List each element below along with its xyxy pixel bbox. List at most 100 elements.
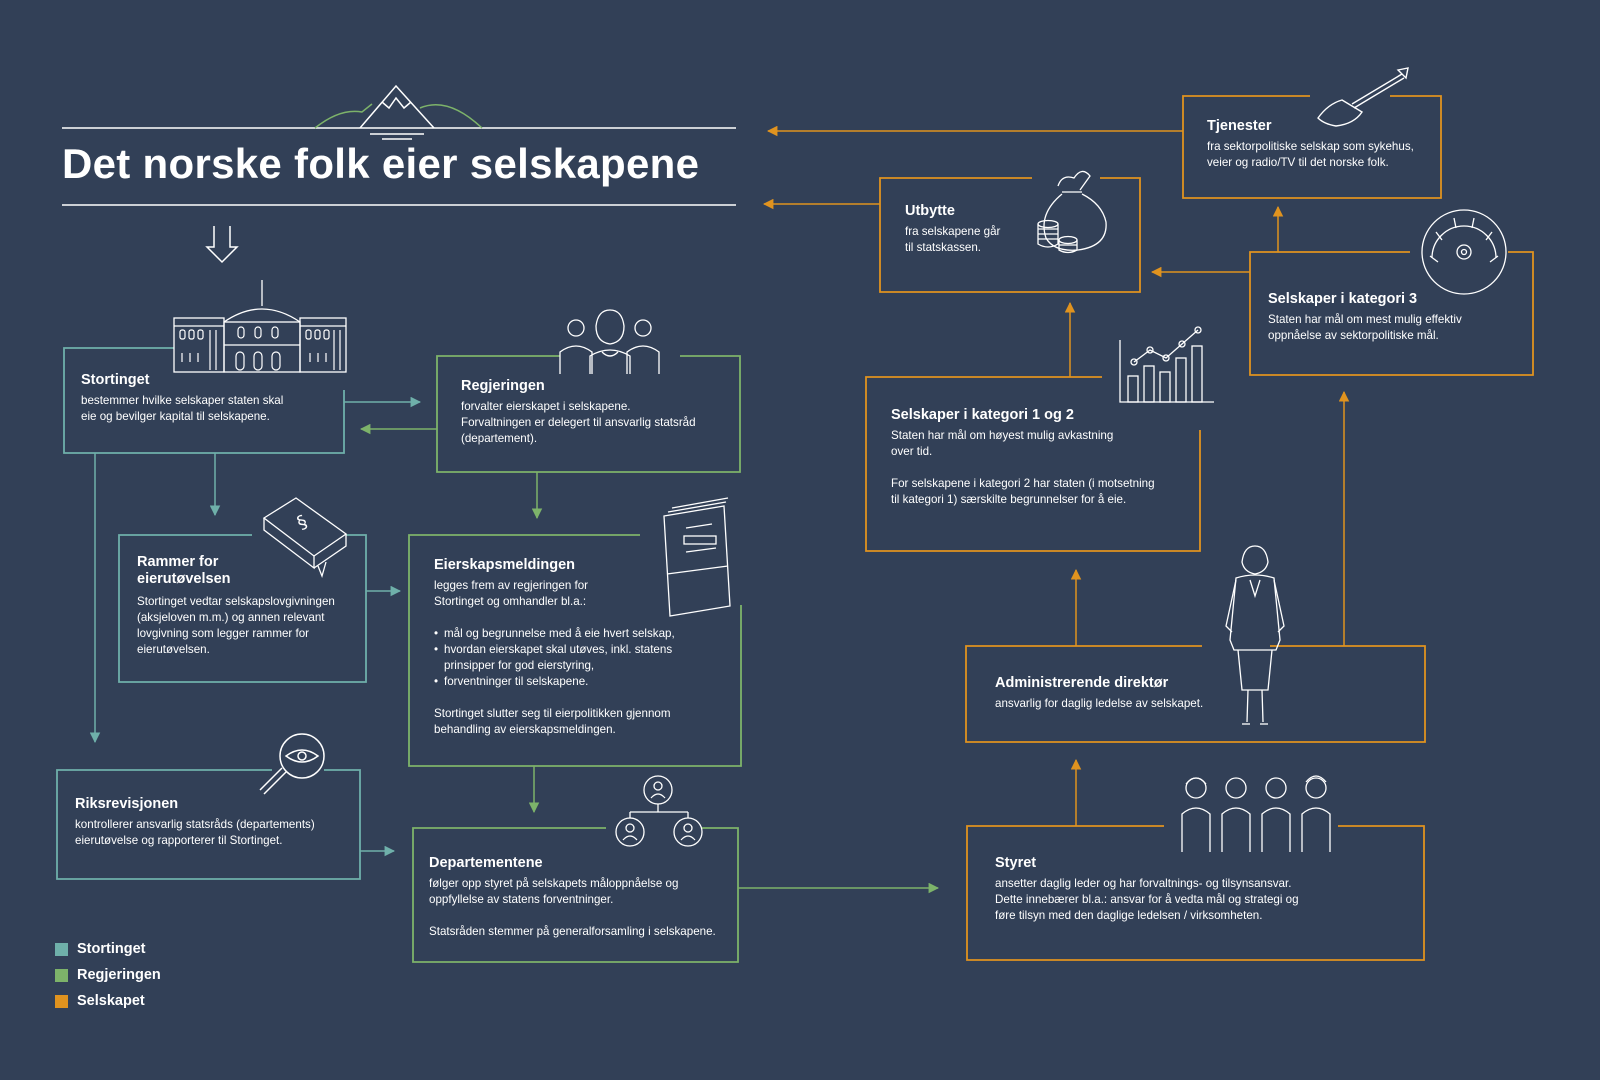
kategori12-text: over tid. — [891, 445, 933, 458]
kategori12-box: Selskaper i kategori 1 og 2 Staten har m… — [891, 407, 1196, 508]
riksrevisjonen-box-border — [56, 769, 361, 880]
legend-item-stortinget: Stortinget — [55, 936, 161, 962]
legend-item-regjeringen: Regjeringen — [55, 962, 161, 988]
kategori12-title: Selskaper i kategori 1 og 2 — [891, 407, 1074, 423]
legend-swatch — [55, 942, 68, 956]
kategori3-box-border — [1249, 251, 1534, 376]
eierskapsmeldingen-bullets: mål og begrunnelse med å eie hvert selsk… — [434, 626, 734, 690]
down-arrow-icon — [205, 226, 239, 264]
org-chart-icon — [615, 775, 703, 847]
styret-text: ansetter daglig leder og har forvaltning… — [995, 877, 1292, 890]
departementene-text: følger opp styret på selskapets måloppnå… — [429, 877, 679, 890]
eierskapsmeldingen-title: Eierskapsmeldingen — [434, 557, 576, 573]
rammer-text: (aksjeloven m.m.) og annen relevant — [137, 611, 325, 624]
departementene-note: Statsråden stemmer på generalforsamling … — [429, 925, 716, 938]
kategori3-title: Selskaper i kategori 3 — [1268, 291, 1418, 307]
eierskapsmeldingen-outro: Stortinget slutter seg til eierpolitikke… — [434, 707, 671, 720]
departementene-box: Departementene følger opp styret på sels… — [429, 855, 734, 940]
riksrevisjonen-box: Riksrevisjonen kontrollerer ansvarlig st… — [75, 796, 357, 849]
rammer-text: lovgivning som legger rammer for — [137, 627, 310, 640]
direktor-box-border — [965, 645, 1426, 743]
styret-box: Styret ansetter daglig leder og har forv… — [995, 855, 1415, 924]
bar-chart-icon — [1119, 326, 1214, 403]
bullet-item: hvordan eierskapet skal utøves, inkl. st… — [434, 642, 734, 674]
styret-title: Styret — [995, 855, 1037, 871]
gauge-icon — [1421, 209, 1507, 295]
stortinget-box: Stortinget bestemmer hvilke selskaper st… — [81, 372, 341, 425]
kategori12-box-border — [865, 376, 1201, 552]
title-rules — [62, 127, 736, 206]
legend: Stortinget Regjeringen Selskapet — [55, 936, 161, 1014]
direktor-text: ansvarlig for daglig ledelse av selskape… — [995, 697, 1204, 710]
rammer-box-border — [118, 534, 367, 683]
law-book-icon: § — [262, 497, 348, 579]
businesswoman-icon — [1225, 545, 1285, 725]
styret-text: Dette innebærer bl.a.: ansvar for å vedt… — [995, 893, 1299, 906]
legend-label: Stortinget — [77, 941, 146, 957]
tjenester-text: veier og radio/TV til det norske folk. — [1207, 156, 1389, 169]
kategori3-text: Staten har mål om mest mulig effektiv — [1268, 313, 1462, 326]
rammer-title-line: eierutøvelsen — [137, 571, 231, 587]
rammer-title: Rammer for eierutøvelsen — [137, 554, 362, 588]
stortinget-box-border — [63, 347, 345, 454]
regjeringen-title: Regjeringen — [461, 378, 545, 394]
departementene-title: Departementene — [429, 855, 543, 871]
eierskapsmeldingen-box-border — [408, 534, 742, 767]
eierskapsmeldingen-outro: behandling av eierskapsmeldingen. — [434, 723, 616, 736]
stortinget-text: bestemmer hvilke selskaper staten skal — [81, 394, 284, 407]
styret-text: føre tilsyn med den daglige ledelsen / v… — [995, 909, 1263, 922]
tjenester-box: Tjenester fra sektorpolitiske selskap so… — [1207, 118, 1439, 171]
rammer-text: Stortinget vedtar selskapslovgivningen — [137, 595, 335, 608]
riksrevisjonen-text: kontrollerer ansvarlig statsråds (depart… — [75, 818, 315, 831]
legend-swatch — [55, 994, 68, 1008]
regjeringen-text: Forvaltningen er delegert til ansvarlig … — [461, 416, 696, 429]
kategori3-box: Selskaper i kategori 3 Staten har mål om… — [1268, 291, 1530, 344]
rammer-box: Rammer for eierutøvelsen Stortinget vedt… — [137, 554, 362, 658]
eierskapsmeldingen-box: Eierskapsmeldingen legges frem av regjer… — [434, 557, 734, 738]
utbytte-text: til statskassen. — [905, 241, 982, 254]
utbytte-title: Utbytte — [905, 203, 955, 219]
regjeringen-text: (departement). — [461, 432, 538, 445]
tjenester-title: Tjenester — [1207, 118, 1272, 134]
mountain-icon — [314, 84, 483, 140]
connectors — [89, 125, 1350, 894]
tjenester-text: fra sektorpolitiske selskap som sykehus, — [1207, 140, 1414, 153]
report-document-icon — [663, 497, 731, 617]
direktor-box: Administrerende direktør ansvarlig for d… — [995, 675, 1225, 712]
eierskapsmeldingen-intro: legges frem av regjeringen for — [434, 579, 589, 592]
styret-box-border — [966, 825, 1425, 961]
departementene-text: oppfyllelse av statens forventninger. — [429, 893, 614, 906]
government-people-icon — [559, 309, 660, 374]
legend-label: Regjeringen — [77, 967, 161, 983]
parliament-building-icon — [173, 280, 347, 373]
shovel-icon — [1317, 67, 1409, 127]
kategori12-text: til kategori 1) særskilte begrunnelser f… — [891, 493, 1127, 506]
money-bag-icon — [1037, 170, 1107, 254]
utbytte-box-border — [879, 177, 1141, 293]
regjeringen-box: Regjeringen forvalter eierskapet i selsk… — [461, 378, 736, 447]
legend-label: Selskapet — [77, 993, 145, 1009]
rammer-text: eierutøvelsen. — [137, 643, 210, 656]
legend-item-selskapet: Selskapet — [55, 988, 161, 1014]
riksrevisjonen-text: eierutøvelse og rapporterer til Storting… — [75, 834, 283, 847]
eierskapsmeldingen-intro: Stortinget og omhandler bl.a.: — [434, 595, 587, 608]
departementene-box-border — [412, 827, 739, 963]
board-members-icon — [1181, 775, 1331, 852]
stortinget-text: eie og bevilger kapital til selskapene. — [81, 410, 270, 423]
bullet-item: forventninger til selskapene. — [434, 674, 734, 690]
direktor-title: Administrerende direktør — [995, 675, 1169, 691]
regjeringen-box-border — [436, 355, 741, 473]
regjeringen-text: forvalter eierskapet i selskapene. — [461, 400, 631, 413]
kategori12-text: For selskapene i kategori 2 har staten (… — [891, 477, 1155, 490]
utbytte-box: Utbytte fra selskapene går til statskass… — [905, 203, 1045, 256]
kategori3-text: oppnåelse av sektorpolitiske mål. — [1268, 329, 1439, 342]
tjenester-box-border — [1182, 95, 1442, 199]
legend-swatch — [55, 968, 68, 982]
magnifier-eye-icon — [259, 733, 325, 795]
riksrevisjonen-title: Riksrevisjonen — [75, 796, 179, 812]
kategori12-text: Staten har mål om høyest mulig avkastnin… — [891, 429, 1114, 442]
utbytte-text: fra selskapene går — [905, 225, 1001, 238]
rammer-title-line: Rammer for — [137, 554, 219, 570]
svg-text:§: § — [294, 511, 311, 534]
